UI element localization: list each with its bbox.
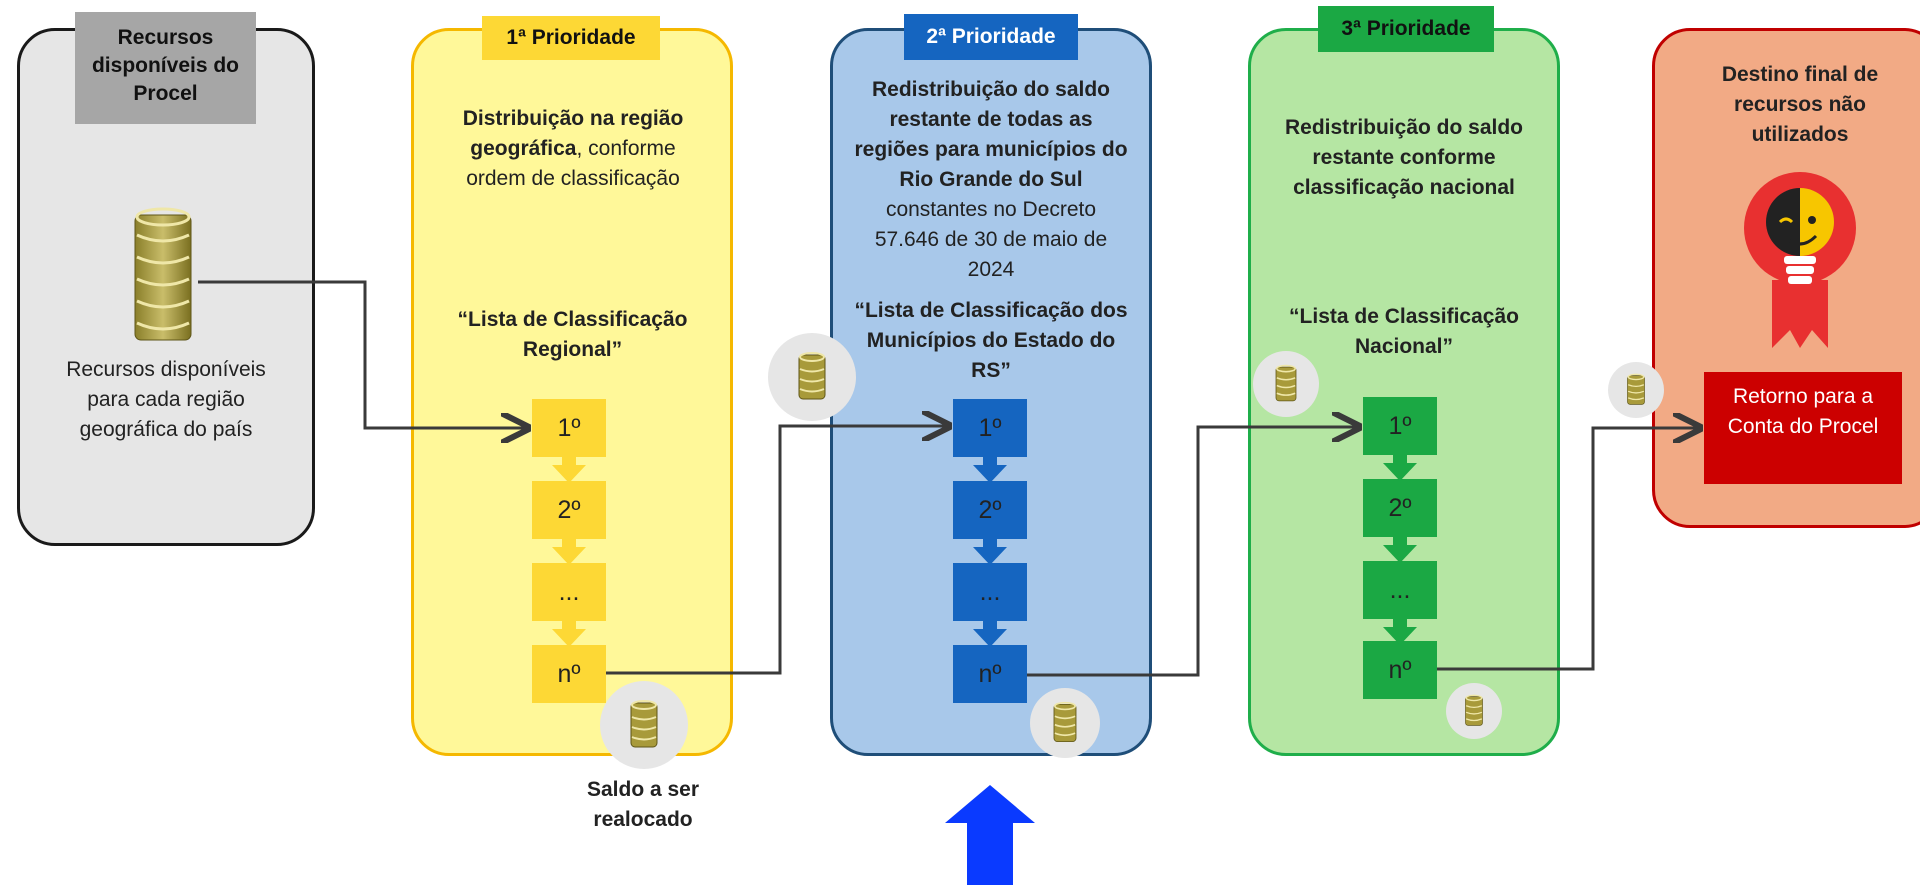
connector-p1-to-p2 — [606, 426, 949, 675]
coin-stack-large-icon — [132, 205, 194, 345]
priority-1-flow-arrow-head — [552, 629, 586, 647]
priority-3-rank-dots: ... — [1363, 561, 1437, 619]
priority-1-rank-1: 1º — [532, 399, 606, 457]
priority-2-flow-arrow-head — [973, 629, 1007, 647]
coin-stack-icon — [600, 681, 688, 769]
priority-3-flow-arrow-head — [1383, 463, 1417, 481]
connector-resources-to-p1 — [198, 280, 528, 428]
priority-2-flow-arrow — [983, 539, 997, 549]
priority-3-description: Redistribuição do saldo restante conform… — [1284, 116, 1524, 199]
priority-2-rank-dots: ... — [953, 563, 1027, 621]
priority-3-flow-arrow — [1393, 455, 1407, 465]
coin-stack-icon — [1253, 351, 1319, 417]
coin-stack-icon — [1030, 688, 1100, 758]
available-resources-header: Recursos disponíveis do Procel — [75, 12, 256, 124]
priority-1-list-title: “Lista de Classificação Regional” — [457, 308, 688, 361]
final-destination-header: Destino final de recursos não utilizados — [1721, 63, 1879, 146]
priority-2-tag: 2ª Prioridade — [904, 14, 1078, 60]
priority-2-flow-arrow — [983, 457, 997, 467]
priority-3-flow-arrow-head — [1383, 627, 1417, 645]
priority-3-flow-arrow — [1393, 537, 1407, 547]
priority-3-rank-1: 1º — [1363, 397, 1437, 455]
priority-3-flow-arrow — [1393, 619, 1407, 629]
priority-3-flow-arrow-head — [1383, 545, 1417, 563]
coin-stack-icon — [1608, 362, 1664, 418]
priority-1-flow-arrow — [562, 457, 576, 467]
priority-1-flow-arrow — [562, 539, 576, 549]
priority-1-tag: 1ª Prioridade — [482, 16, 660, 60]
priority-2-flow-arrow — [983, 621, 997, 631]
priority-3-rank-2: 2º — [1363, 479, 1437, 537]
priority-2-rank-2: 2º — [953, 481, 1027, 539]
priority-1-description: Distribuição na região geográfica, confo… — [462, 107, 684, 190]
up-arrow-icon — [945, 785, 1035, 885]
available-resources-caption: Recursos disponíveis para cada região ge… — [66, 358, 266, 441]
connector-p3-to-final — [1437, 428, 1700, 671]
priority-1-rank-dots: ... — [532, 563, 606, 621]
priority-2-flow-arrow-head — [973, 547, 1007, 565]
priority-2-list-title: “Lista de Classificação dos Municípios d… — [854, 299, 1128, 382]
priority-3-list-title: “Lista de Classificação Nacional” — [1289, 305, 1519, 358]
priority-2-description: Redistribuição do saldo restante de toda… — [854, 78, 1128, 281]
return-to-procel-box: Retorno para a Conta do Procel — [1704, 372, 1902, 484]
coin-stack-icon — [1446, 683, 1502, 739]
coin-stack-icon — [768, 333, 856, 421]
priority-1-flow-arrow — [562, 621, 576, 631]
lightbulb-smiley-icon — [1740, 170, 1860, 350]
priority-1-rank-n: nº — [532, 645, 606, 703]
priority-2-rank-1: 1º — [953, 399, 1027, 457]
priority-1-flow-arrow-head — [552, 465, 586, 483]
saldo-label: Saldo a ser realocado — [586, 778, 700, 831]
priority-1-flow-arrow-head — [552, 547, 586, 565]
priority-1-rank-2: 2º — [532, 481, 606, 539]
priority-2-flow-arrow-head — [973, 465, 1007, 483]
priority-2-rank-n: nº — [953, 645, 1027, 703]
priority-3-rank-n: nº — [1363, 641, 1437, 699]
connector-p2-to-p3 — [1027, 427, 1359, 677]
priority-3-tag: 3ª Prioridade — [1318, 6, 1494, 52]
